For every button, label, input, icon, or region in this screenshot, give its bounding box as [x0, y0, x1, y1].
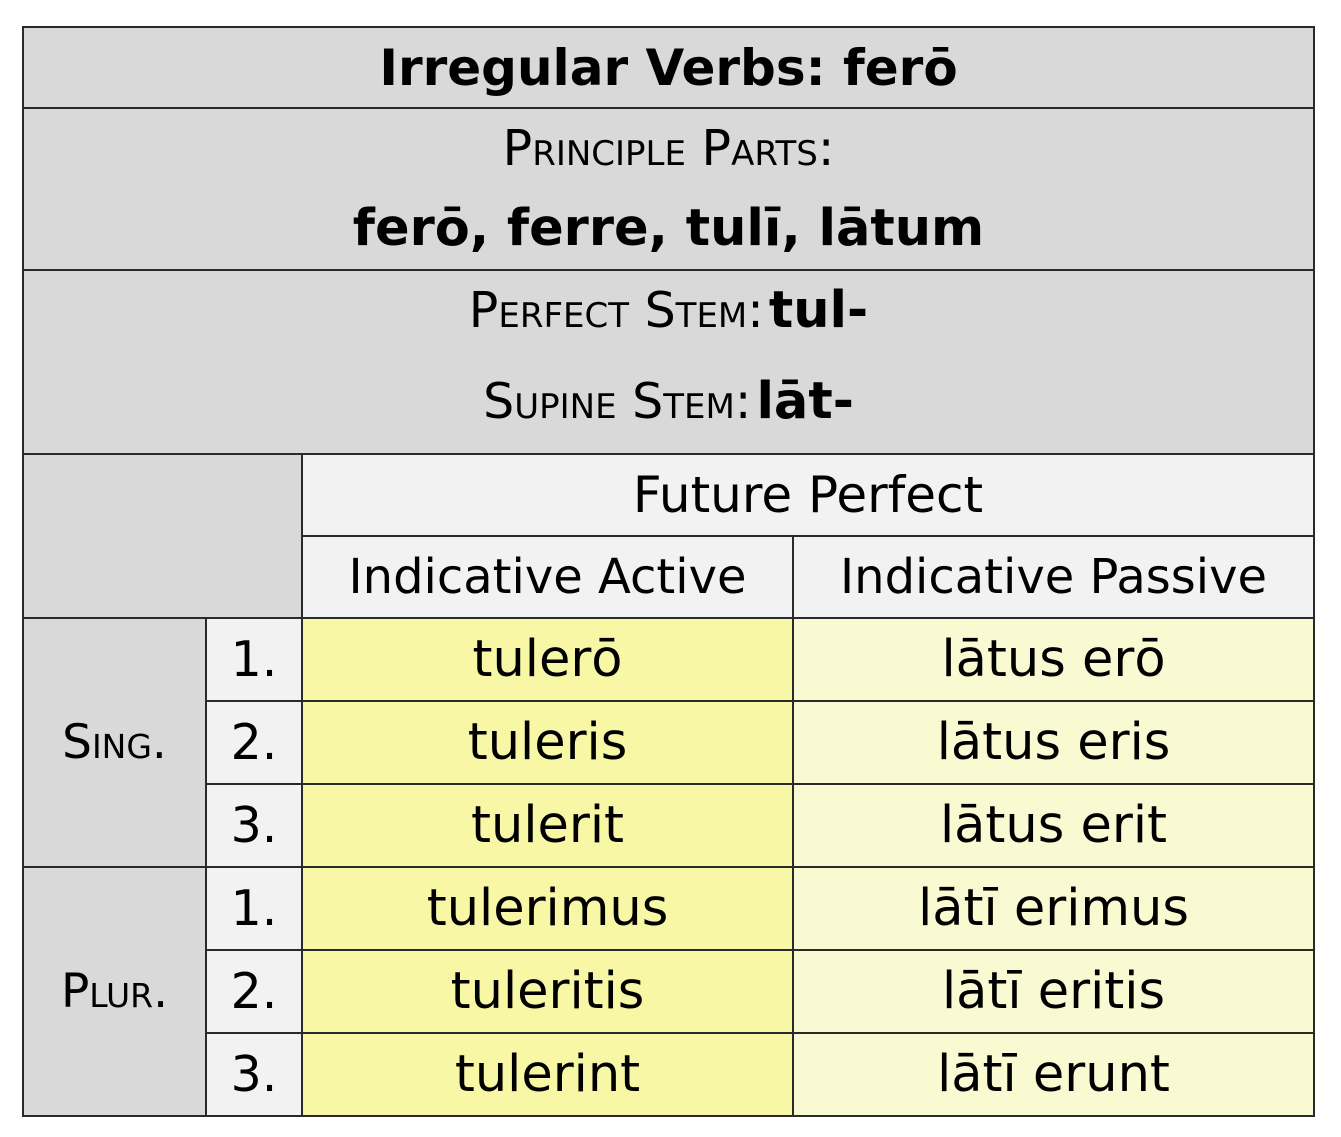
person-label: 2. — [205, 700, 303, 785]
perfect-stem-label: Perfect Stem: — [468, 282, 764, 339]
passive-form: lātus erō — [791, 617, 1316, 702]
active-form: tulerit — [301, 783, 794, 868]
tense-header-row: Future Perfect — [22, 453, 1316, 619]
conjugation-table: Irregular Verbs: ferō Principle Parts: f… — [21, 26, 1316, 1117]
table-row: Plur. 1. tulerimus lātī erimus — [22, 866, 1316, 1117]
group-label-plural: Plur. — [22, 866, 207, 1117]
table-row: 2. tuleritis lātī eritis — [23, 949, 1316, 1034]
stems-cell: Perfect Stem: tul- Supine Stem: lāt- — [21, 269, 1316, 455]
table-row: 3. tulerit lātus erit — [23, 783, 1316, 868]
mood-header-row: Indicative Active Indicative Passive — [23, 535, 1316, 619]
person-label: 1. — [205, 617, 303, 702]
table-row: Sing. 1. tulerō lātus erō — [22, 617, 1316, 868]
passive-form: lātus eris — [791, 700, 1316, 785]
table-title: Irregular Verbs: ferō — [21, 26, 1316, 109]
principal-parts-label: Principle Parts: — [502, 120, 835, 177]
table-row: 2. tuleris lātus eris — [23, 700, 1316, 785]
person-label: 1. — [205, 866, 303, 951]
corner-cell — [22, 453, 303, 619]
column-header-active: Indicative Active — [301, 535, 794, 619]
supine-stem-label: Supine Stem: — [483, 373, 752, 430]
supine-stem-line: Supine Stem: lāt- — [25, 362, 1312, 452]
principal-parts-cell: Principle Parts: ferō, ferre, tulī, lātu… — [21, 107, 1316, 271]
principal-parts-row: Principle Parts: ferō, ferre, tulī, lātu… — [21, 107, 1316, 271]
person-label: 3. — [205, 1032, 303, 1117]
stems-row: Perfect Stem: tul- Supine Stem: lāt- — [21, 269, 1316, 455]
active-form: tulerimus — [301, 866, 794, 951]
person-label: 3. — [205, 783, 303, 868]
group-label-singular: Sing. — [22, 617, 207, 868]
passive-form: lātus erit — [791, 783, 1316, 868]
tense-header: Future Perfect — [300, 453, 1316, 537]
active-form: tulerint — [301, 1032, 794, 1117]
person-label: 2. — [205, 949, 303, 1034]
table-row: 3. tulerint lātī erunt — [23, 1032, 1316, 1117]
supine-stem-value: lāt- — [756, 372, 854, 431]
active-form: tuleris — [301, 700, 794, 785]
title-row: Irregular Verbs: ferō — [21, 26, 1316, 109]
principal-parts-value: ferō, ferre, tulī, lātum — [352, 199, 985, 258]
column-header-passive: Indicative Passive — [791, 535, 1316, 619]
perfect-stem-value: tul- — [768, 281, 869, 340]
passive-form: lātī erunt — [791, 1032, 1316, 1117]
active-form: tulerō — [301, 617, 794, 702]
perfect-stem-line: Perfect Stem: tul- — [25, 272, 1312, 362]
active-form: tuleritis — [301, 949, 794, 1034]
passive-form: lātī erimus — [791, 866, 1316, 951]
passive-form: lātī eritis — [791, 949, 1316, 1034]
